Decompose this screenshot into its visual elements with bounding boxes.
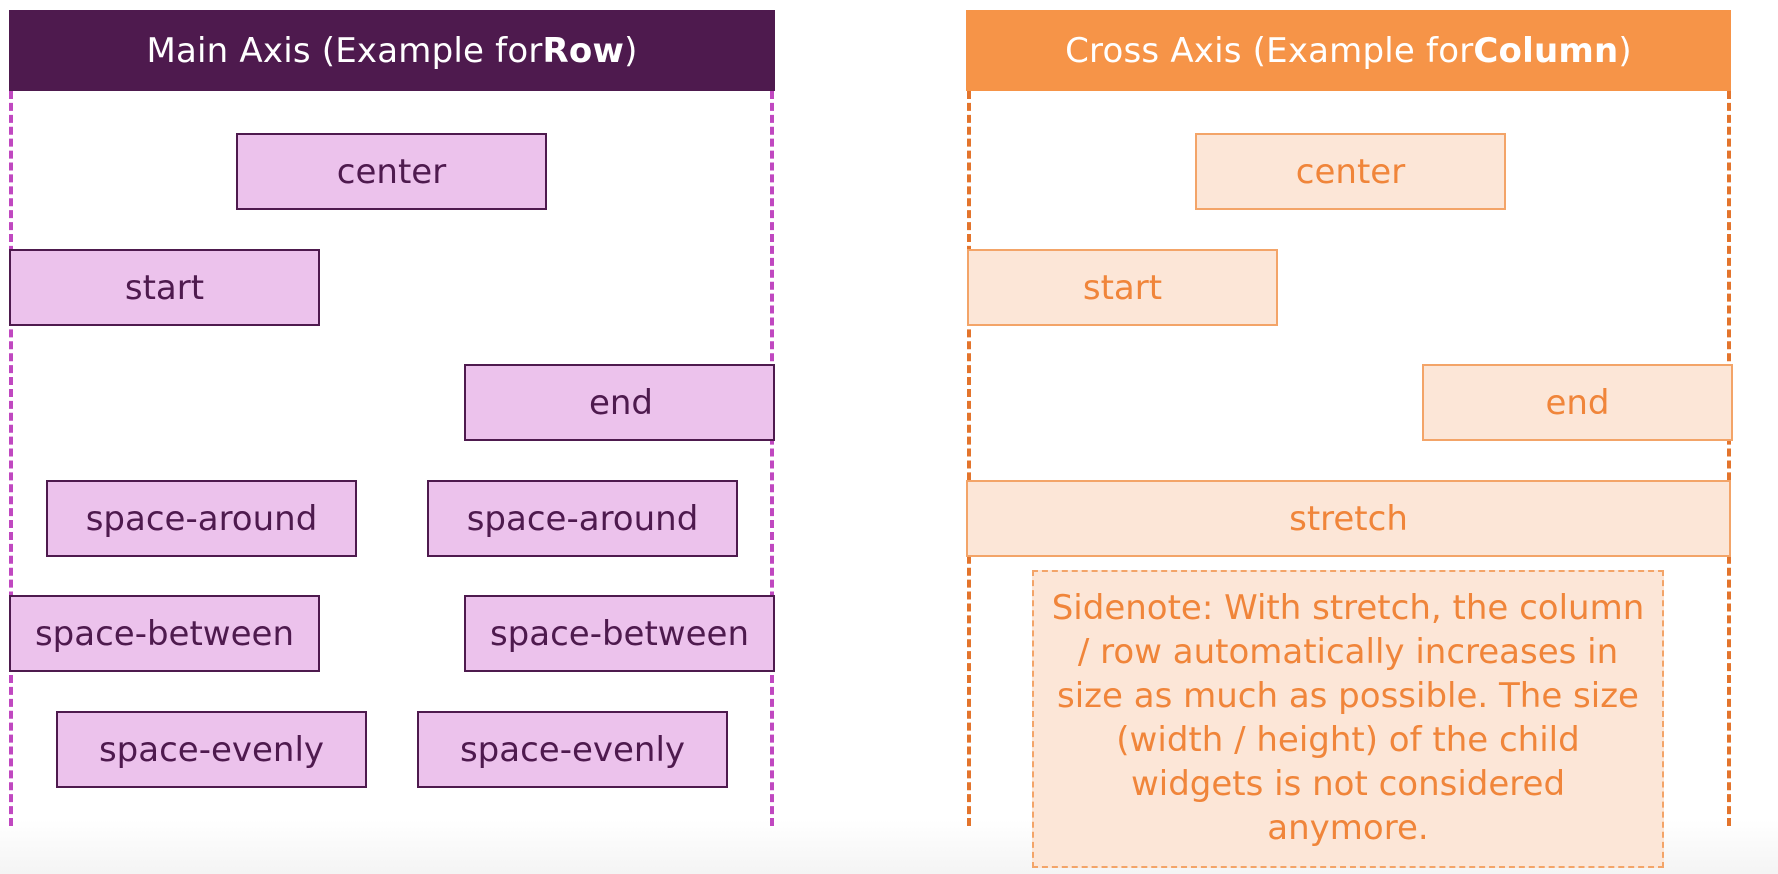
main-axis-start-box: start — [9, 249, 320, 326]
main-axis-space-around-box-1: space-around — [46, 480, 357, 557]
cross-axis-start-box: start — [967, 249, 1278, 326]
main-axis-header: Main Axis (Example for Row) — [9, 10, 775, 91]
main-axis-title-prefix: Main Axis (Example for — [146, 30, 543, 71]
cross-axis-start-guide — [967, 91, 971, 826]
main-axis-end-guide — [770, 91, 774, 826]
cross-axis-panel: Cross Axis (Example for Column) center s… — [955, 0, 1735, 874]
cross-axis-end-guide — [1727, 91, 1731, 826]
cross-axis-title-suffix: ) — [1618, 30, 1632, 71]
cross-axis-stretch-box: stretch — [966, 480, 1731, 557]
cross-axis-title-prefix: Cross Axis (Example for — [1065, 30, 1474, 71]
cross-axis-title-bold: Column — [1473, 30, 1619, 71]
main-axis-center-box: center — [236, 133, 547, 210]
cross-axis-end-box: end — [1422, 364, 1733, 441]
main-axis-space-around-box-2: space-around — [427, 480, 738, 557]
main-axis-title-bold: Row — [542, 30, 625, 71]
main-axis-end-box: end — [464, 364, 775, 441]
main-axis-title-suffix: ) — [624, 30, 638, 71]
main-axis-space-evenly-box-1: space-evenly — [56, 711, 367, 788]
main-axis-space-evenly-box-2: space-evenly — [417, 711, 728, 788]
main-axis-space-between-box-1: space-between — [9, 595, 320, 672]
main-axis-panel: Main Axis (Example for Row) center start… — [0, 0, 780, 874]
cross-axis-sidenote: Sidenote: With stretch, the column / row… — [1032, 570, 1664, 868]
main-axis-space-between-box-2: space-between — [464, 595, 775, 672]
cross-axis-header: Cross Axis (Example for Column) — [966, 10, 1731, 91]
cross-axis-center-box: center — [1195, 133, 1506, 210]
main-axis-start-guide — [9, 91, 13, 826]
